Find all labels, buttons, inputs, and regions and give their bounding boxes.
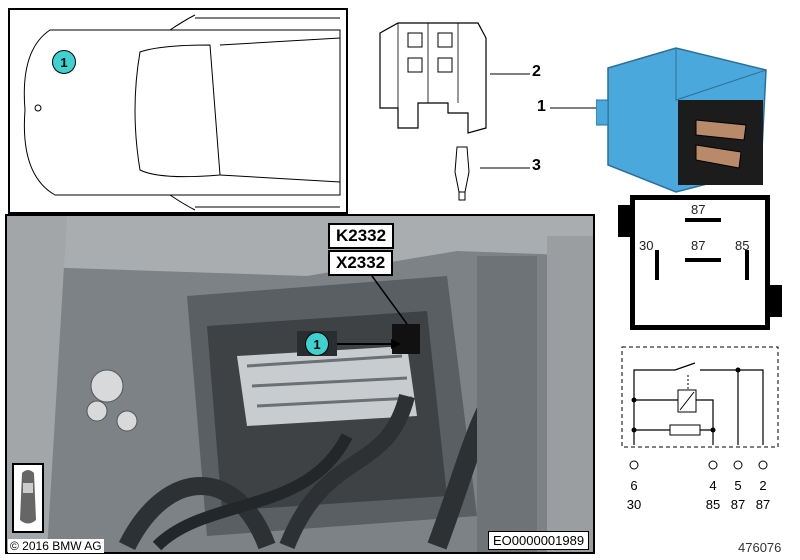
relay-drawing <box>596 47 767 193</box>
photo-location-badge: 1 <box>305 332 329 356</box>
relay-code-tag: K2332 <box>328 223 395 249</box>
relay-symbol-label-top: 87 <box>691 202 706 217</box>
relay-symbol-pin-bar-right <box>745 250 749 280</box>
circuit-pin-2-number: 5 <box>734 478 742 493</box>
relay-circuit-schematic <box>621 346 779 448</box>
relay-symbol-pin-bar-mid <box>685 258 721 262</box>
connector-code-tag: X2332 <box>328 250 394 276</box>
relay-symbol-pin-bar-left <box>655 250 659 280</box>
figure-code-label: EO0000001989 <box>488 531 590 550</box>
relay-symbol-box: 87 30 87 85 <box>630 195 770 330</box>
engine-bay-photo-panel: 1 <box>5 214 595 554</box>
relay-symbol-tab-left <box>618 205 630 237</box>
terminal-pin-drawing <box>454 146 470 201</box>
relay-symbol-pin-bar-top <box>685 218 721 222</box>
circuit-pin-3-number: 2 <box>759 478 767 493</box>
circuit-pin-circles <box>629 460 768 470</box>
circuit-pin-0-terminal: 30 <box>626 497 642 512</box>
relay-symbol-label-mid: 87 <box>691 238 706 253</box>
circuit-pin-0-number: 6 <box>630 478 638 493</box>
car-top-view-drawing <box>23 14 341 211</box>
car-thumbnail <box>12 463 44 533</box>
callout-leader-lines <box>480 73 598 169</box>
callout-connector-housing: 2 <box>532 63 541 80</box>
relay-symbol-label-right: 85 <box>735 238 750 253</box>
relay-symbol-tab-right <box>770 285 782 317</box>
image-number-label: 476076 <box>738 540 782 555</box>
connector-housing-drawing <box>379 22 487 134</box>
relay-symbol-label-left: 30 <box>639 238 654 253</box>
callout-relay: 1 <box>537 98 546 115</box>
callout-terminal: 3 <box>532 157 541 174</box>
copyright-text: © 2016 BMW AG <box>8 539 104 553</box>
circuit-pin-2-terminal: 87 <box>730 497 746 512</box>
photo-callout-lines <box>337 275 408 349</box>
circuit-pin-1-number: 4 <box>709 478 717 493</box>
circuit-pin-1-terminal: 85 <box>705 497 721 512</box>
car-location-panel: 1 <box>8 8 348 214</box>
engine-bay-illustration <box>7 216 593 552</box>
car-thumbnail-icon <box>20 470 36 524</box>
circuit-pin-3-terminal: 87 <box>755 497 771 512</box>
car-location-badge: 1 <box>52 50 76 74</box>
